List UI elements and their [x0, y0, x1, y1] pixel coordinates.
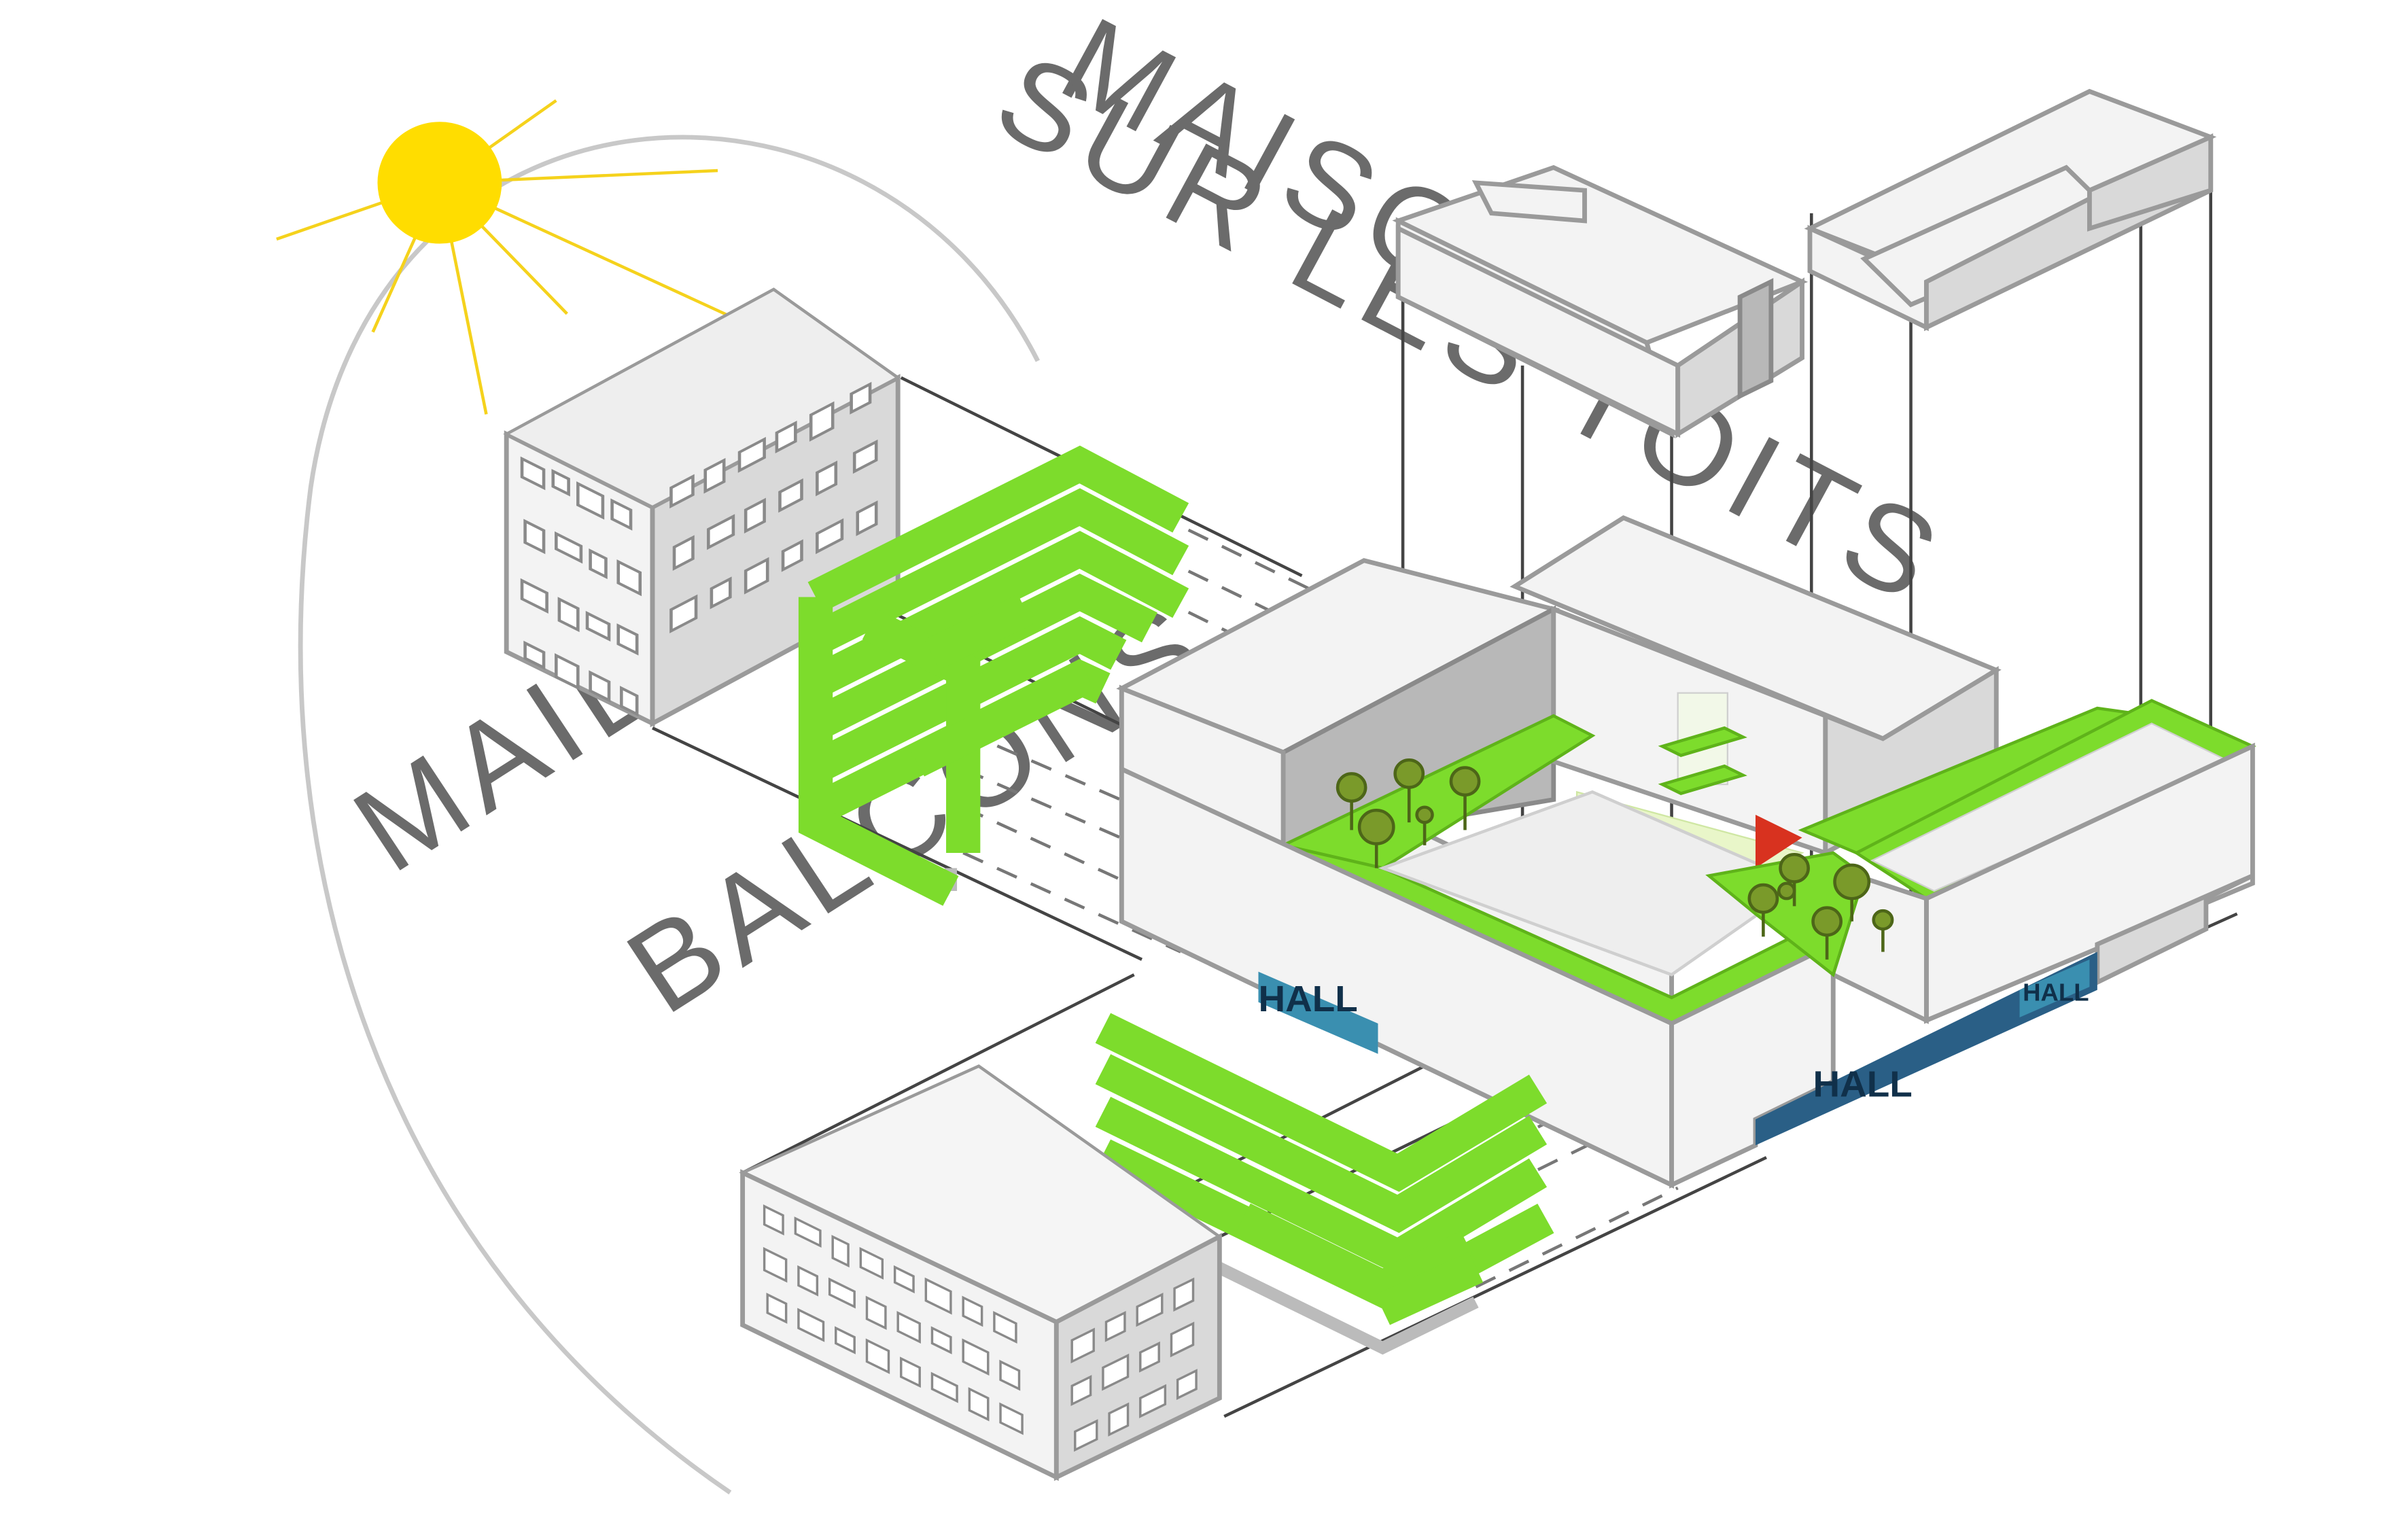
hall-label-center: HALL	[1813, 1064, 1913, 1104]
main-building	[1116, 515, 2256, 1189]
maille-holes-upper	[520, 381, 878, 717]
balcons-upper	[798, 445, 1189, 906]
hall-right: HALL	[2019, 959, 2090, 1017]
rooftop-houses-left	[1392, 164, 1809, 439]
hall-label-left: HALL	[1259, 979, 1358, 1019]
maille-holes-lower	[763, 1204, 1198, 1452]
maille-facade-upper	[503, 287, 901, 728]
rooftop-houses-right	[1804, 88, 2217, 332]
maille-facade-lower	[739, 1064, 1223, 1482]
hall-left: HALL	[1258, 971, 1378, 1054]
tree-icon	[1336, 758, 1894, 960]
sun-path-arc	[298, 135, 1040, 1494]
balcons-lower	[1084, 1013, 1554, 1355]
hall-center: HALL	[1813, 1064, 1913, 1104]
sun-icon	[276, 99, 739, 415]
red-accent-panel	[1755, 814, 1802, 869]
hall-label-right: HALL	[2023, 979, 2089, 1006]
